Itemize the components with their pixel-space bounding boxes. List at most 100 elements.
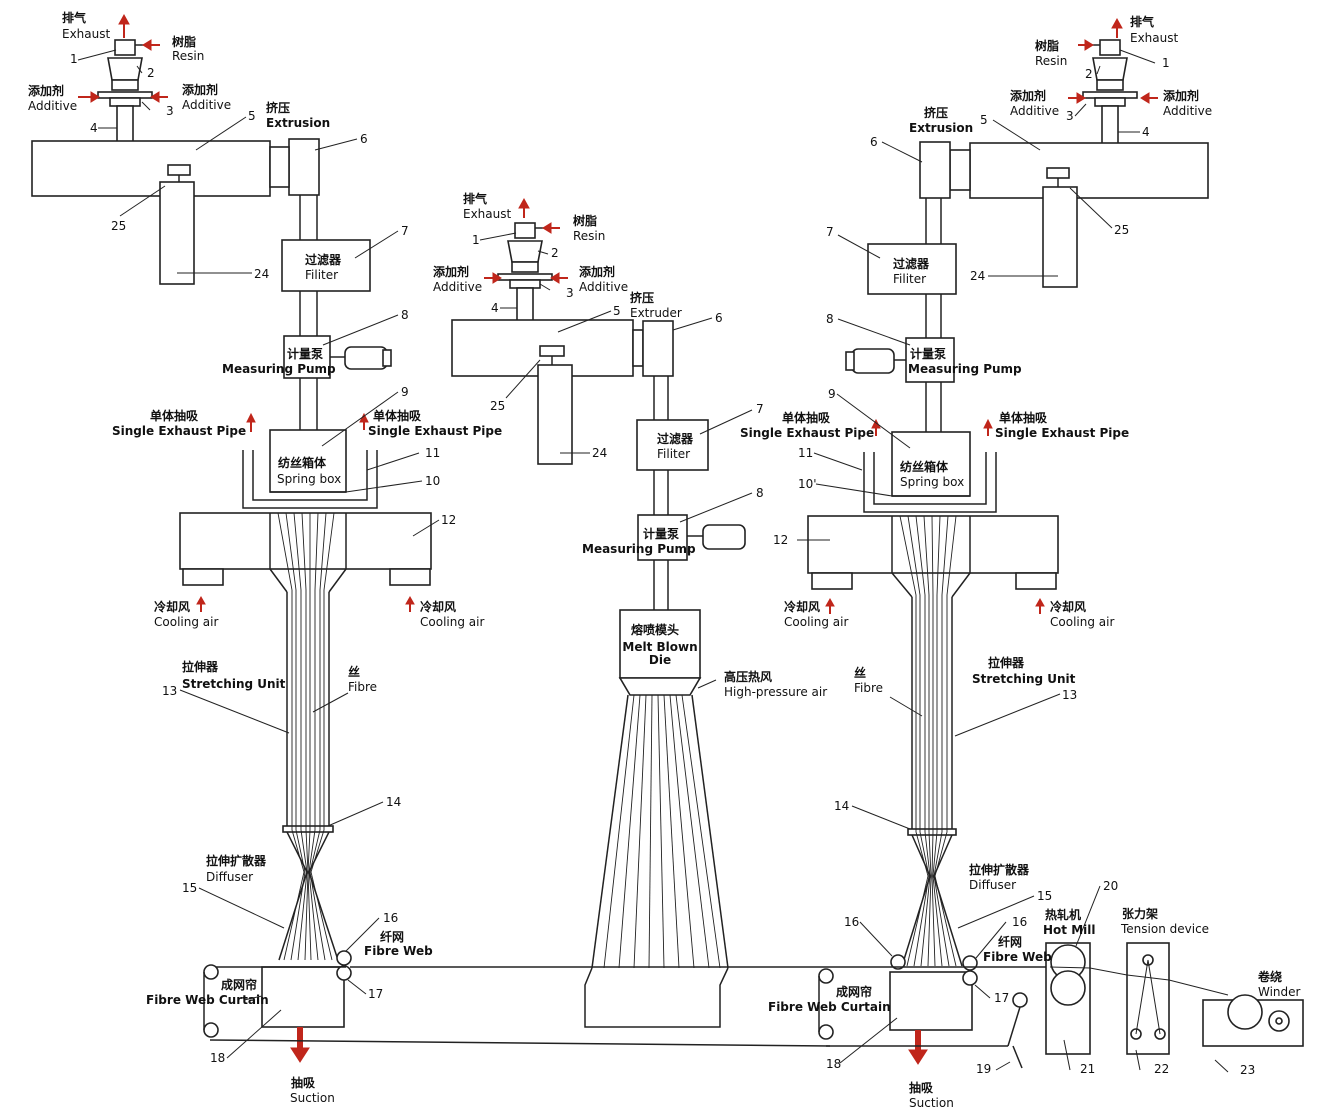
right-motor-24	[1042, 186, 1078, 288]
right-num-22: 22	[1154, 1062, 1169, 1076]
middle-extruder-head	[642, 320, 674, 377]
left-leader-lines	[77, 49, 440, 1059]
left-fibre-en: Fibre	[348, 680, 377, 694]
left-stretching-zh: 拉伸器	[182, 659, 219, 674]
right-single-exhaust1-zh: 单体抽吸	[782, 410, 831, 425]
tension-zh: 张力架	[1122, 906, 1158, 921]
right-curtain-zh: 成网帘	[836, 984, 872, 999]
left-num-25: 25	[111, 219, 126, 233]
middle-num-24: 24	[592, 446, 607, 460]
right-exhaust-zh: 排气	[1130, 14, 1154, 29]
right-num-2: 2	[1085, 67, 1093, 81]
middle-num-7: 7	[756, 402, 764, 416]
hp-air-en: High-pressure air	[724, 685, 827, 699]
left-pump-box	[283, 335, 331, 379]
right-additive2-en: Additive	[1163, 104, 1212, 118]
left-fibre-web-zh: 纤网	[380, 929, 404, 944]
left-num-4: 4	[90, 121, 98, 135]
middle-pump-zh: 计量泵	[643, 526, 679, 541]
left-filter-zh: 过滤器	[305, 252, 342, 267]
right-diffuser-zh: 拉伸扩散器	[969, 862, 1030, 877]
right-filter-en: Filiter	[893, 272, 926, 286]
left-cooling1-en: Cooling air	[154, 615, 218, 629]
right-num-17: 17	[994, 991, 1009, 1005]
right-num-24: 24	[970, 269, 985, 283]
right-filter-box	[867, 243, 957, 295]
right-single-exhaust2-zh: 单体抽吸	[999, 410, 1048, 425]
left-num-17: 17	[368, 987, 383, 1001]
middle-extruder-en: Extruder	[630, 306, 682, 320]
left-num-13: 13	[162, 684, 177, 698]
left-diffuser-en: Diffuser	[206, 870, 253, 884]
left-single-exhaust1-zh: 单体抽吸	[150, 408, 199, 423]
right-labels: 排气 Exhaust 树脂 Resin 添加剂 Additive 添加剂 Add…	[740, 14, 1301, 1110]
left-spring-box-zh: 纺丝箱体	[278, 455, 327, 470]
right-num-6: 6	[870, 135, 878, 149]
left-single-exhaust2-en: Single Exhaust Pipe	[368, 424, 502, 438]
melt-blown-die	[619, 609, 701, 679]
right-filter-zh: 过滤器	[893, 256, 930, 271]
left-num-8: 8	[401, 308, 409, 322]
right-num-23: 23	[1240, 1063, 1255, 1077]
right-extrusion-zh: 挤压	[924, 105, 948, 120]
right-num-19: 19	[976, 1062, 991, 1076]
middle-pump-en: Measuring Pump	[582, 542, 696, 556]
right-fibre-zh: 丝	[854, 665, 866, 680]
middle-hopper	[497, 222, 553, 323]
right-additive1-en: Additive	[1010, 104, 1059, 118]
right-num-21: 21	[1080, 1062, 1095, 1076]
left-extrusion-zh: 挤压	[266, 100, 290, 115]
middle-exhaust-zh: 排气	[463, 191, 487, 206]
right-spring-box	[891, 431, 971, 497]
left-resin-en: Resin	[172, 49, 204, 63]
right-num-1: 1	[1162, 56, 1170, 70]
middle-motor-24	[537, 364, 573, 465]
middle-labels: 排气 Exhaust 树脂 Resin 添加剂 Additive 添加剂 Add…	[433, 191, 827, 699]
right-num-14: 14	[834, 799, 849, 813]
left-exhaust-zh: 排气	[62, 10, 86, 25]
right-num-15: 15	[1037, 889, 1052, 903]
left-additive2-zh: 添加剂	[182, 82, 218, 97]
middle-additive2-en: Additive	[579, 280, 628, 294]
right-suction-en: Suction	[909, 1096, 954, 1110]
left-pump-zh: 计量泵	[287, 346, 323, 361]
left-numbers: 1 2 3 4 5 6 25 24 7 8 9 11 10 12 13 14 1…	[70, 52, 456, 1065]
middle-additive1-zh: 添加剂	[433, 264, 469, 279]
left-suction-zh: 抽吸	[291, 1075, 316, 1090]
right-diffuser-en: Diffuser	[969, 878, 1016, 892]
left-additive1-zh: 添加剂	[28, 83, 64, 98]
bottom-leader-lines	[995, 885, 1229, 1073]
tension-en: Tension device	[1120, 922, 1209, 936]
right-num-25: 25	[1114, 223, 1129, 237]
left-fibre-web-en: Fibre Web	[364, 944, 433, 958]
left-num-9: 9	[401, 385, 409, 399]
right-num-13: 13	[1062, 688, 1077, 702]
right-cooling1-en: Cooling air	[784, 615, 848, 629]
right-extrusion-head	[919, 141, 951, 199]
web-path	[1049, 966, 1229, 996]
middle-filter-box	[636, 419, 709, 471]
right-single-exhaust2-en: Single Exhaust Pipe	[995, 426, 1129, 440]
middle-resin-zh: 树脂	[573, 213, 597, 228]
right-num-12: 12	[773, 533, 788, 547]
right-pump-en: Measuring Pump	[908, 362, 1022, 376]
meltblown-en-2: Die	[649, 653, 671, 667]
left-num-6: 6	[360, 132, 368, 146]
winder-zh: 卷绕	[1257, 969, 1282, 984]
right-fibre-bundle	[899, 515, 957, 967]
right-num-20: 20	[1103, 879, 1118, 893]
middle-num-2: 2	[551, 246, 559, 260]
left-num-16: 16	[383, 911, 398, 925]
tension-device	[1126, 942, 1170, 1055]
right-red-arrows	[1068, 17, 1158, 104]
left-spunbond-line	[31, 13, 440, 1063]
right-num-16a: 16	[844, 915, 859, 929]
left-additive1-en: Additive	[28, 99, 77, 113]
right-resin-zh: 树脂	[1035, 38, 1059, 53]
right-num-3: 3	[1066, 109, 1074, 123]
left-num-5: 5	[248, 109, 256, 123]
right-pump-zh: 计量泵	[910, 346, 946, 361]
left-single-exhaust1-en: Single Exhaust Pipe	[112, 424, 246, 438]
left-hopper	[97, 39, 153, 143]
left-num-15: 15	[182, 881, 197, 895]
